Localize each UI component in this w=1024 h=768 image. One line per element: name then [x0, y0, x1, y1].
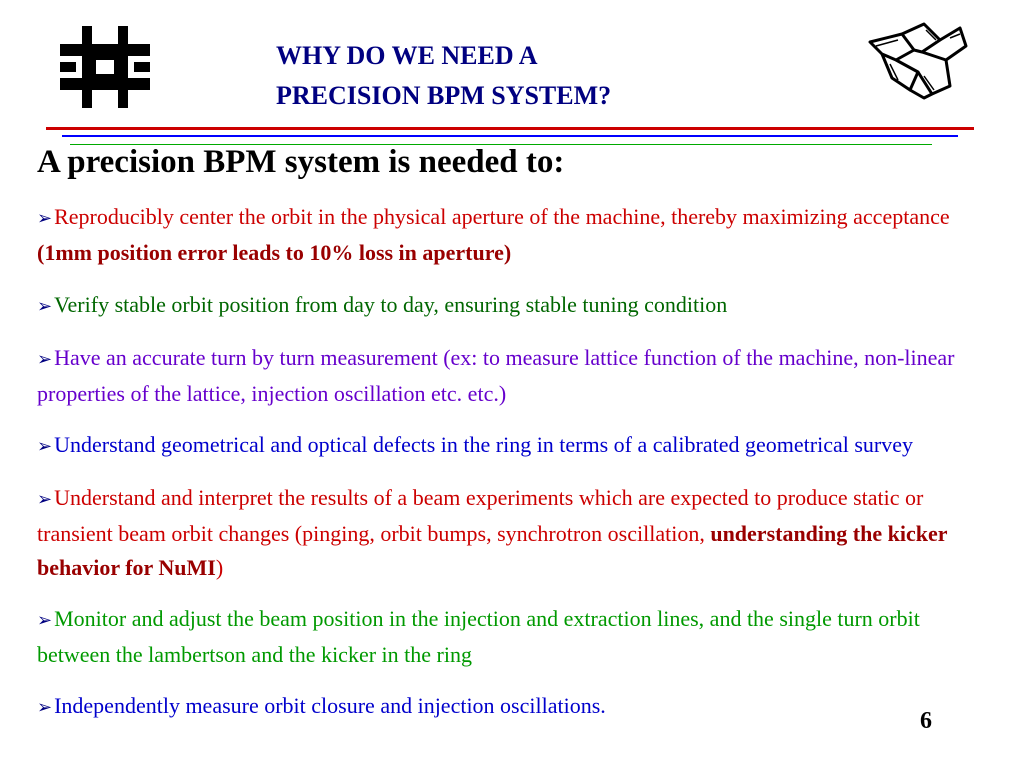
- bullet-item: ➢Monitor and adjust the beam position in…: [37, 602, 972, 672]
- slide-title: WHY DO WE NEED A PRECISION BPM SYSTEM?: [276, 36, 611, 116]
- header-divider-red: [46, 127, 974, 130]
- bullet-text: Understand and interpret the results of …: [37, 485, 924, 546]
- arrowhead-bullet-icon: ➢: [37, 349, 53, 370]
- bullet-text: Have an accurate turn by turn measuremen…: [37, 345, 955, 406]
- arrowhead-bullet-icon: ➢: [37, 296, 53, 317]
- header-divider-blue: [62, 135, 958, 137]
- header-divider-green: [70, 144, 932, 145]
- bullet-text: Verify stable orbit position from day to…: [54, 292, 728, 317]
- slide-title-line1: WHY DO WE NEED A: [276, 41, 538, 70]
- booster-logo-icon: [868, 22, 968, 100]
- bullet-item: ➢Reproducibly center the orbit in the ph…: [37, 200, 972, 270]
- bullet-text: Understand geometrical and optical defec…: [54, 432, 913, 457]
- bullet-item: ➢Have an accurate turn by turn measureme…: [37, 341, 972, 411]
- bullet-item: ➢Understand geometrical and optical defe…: [37, 428, 972, 464]
- bullet-item: ➢Verify stable orbit position from day t…: [37, 288, 972, 324]
- slide-title-line2: PRECISION BPM SYSTEM?: [276, 81, 612, 110]
- arrowhead-bullet-icon: ➢: [37, 436, 53, 457]
- bullet-item: ➢Understand and interpret the results of…: [37, 481, 972, 585]
- section-heading: A precision BPM system is needed to:: [37, 144, 565, 180]
- arrowhead-bullet-icon: ➢: [37, 697, 53, 718]
- bullet-text: Reproducibly center the orbit in the phy…: [54, 204, 950, 229]
- page-number: 6: [920, 708, 932, 734]
- bullet-text: Monitor and adjust the beam position in …: [37, 606, 920, 667]
- fermilab-logo-icon: [60, 26, 150, 108]
- bullet-emphasis: understanding the kicker behavior for Nu…: [37, 521, 948, 580]
- bullet-suffix: ): [215, 555, 224, 580]
- arrowhead-bullet-icon: ➢: [37, 489, 53, 510]
- bullet-text: Independently measure orbit closure and …: [54, 693, 606, 718]
- arrowhead-bullet-icon: ➢: [37, 208, 53, 229]
- arrowhead-bullet-icon: ➢: [37, 610, 53, 631]
- bullet-emphasis: (1mm position error leads to 10% loss in…: [37, 240, 512, 265]
- bullet-item: ➢Independently measure orbit closure and…: [37, 689, 972, 725]
- bullet-list: ➢Reproducibly center the orbit in the ph…: [37, 200, 972, 725]
